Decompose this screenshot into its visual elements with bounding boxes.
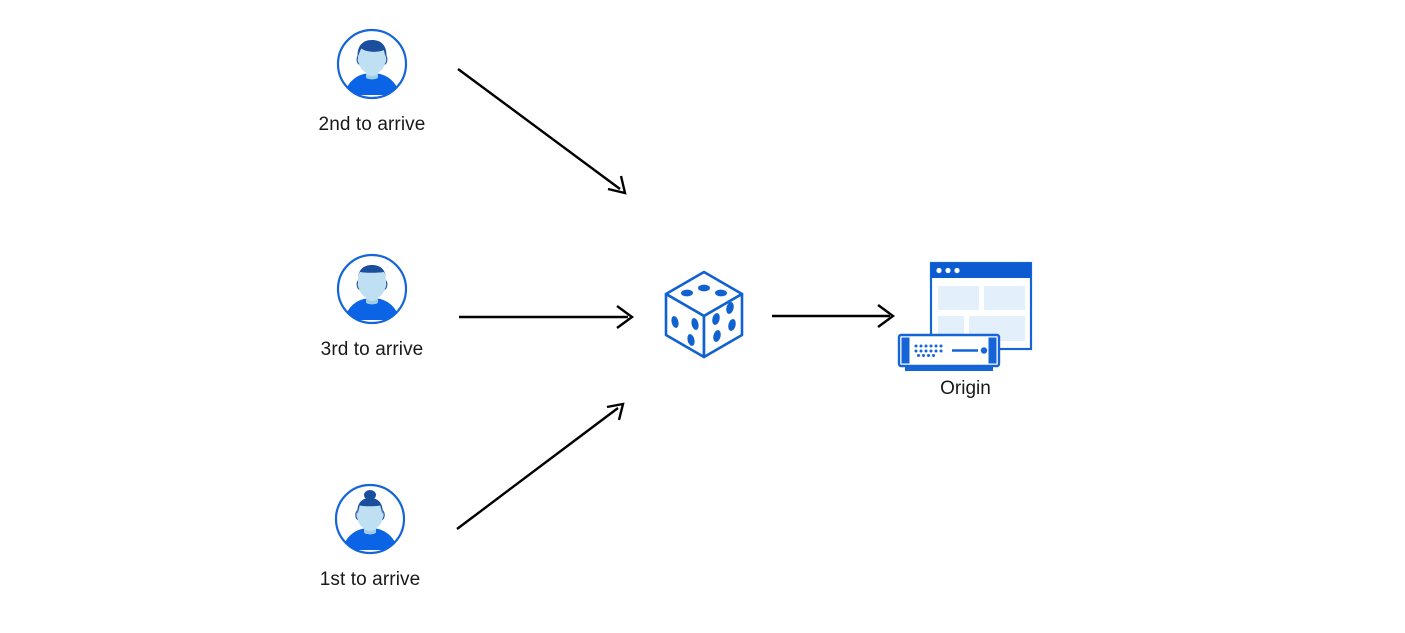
origin-server-icon[interactable]	[893, 255, 1038, 405]
user-avatar-icon	[336, 253, 408, 325]
client-node-2nd[interactable]: 2nd to arrive	[300, 28, 444, 136]
client-label-1st: 1st to arrive	[319, 569, 421, 590]
server-appliance	[897, 333, 1001, 371]
dice-icon[interactable]	[658, 264, 750, 364]
user-avatar-icon	[336, 28, 408, 100]
origin-label: Origin	[940, 378, 991, 399]
arrow-1st-to-dice	[456, 402, 625, 530]
arrow-3rd-to-dice	[459, 305, 635, 329]
arrow-dice-to-origin	[772, 304, 896, 328]
client-node-1st[interactable]: 1st to arrive	[298, 483, 442, 591]
arrow-2nd-to-dice	[457, 68, 627, 195]
user-avatar-icon	[334, 483, 406, 555]
client-label-3rd: 3rd to arrive	[320, 339, 424, 360]
client-node-3rd[interactable]: 3rd to arrive	[300, 253, 444, 361]
client-label-2nd: 2nd to arrive	[318, 114, 426, 135]
